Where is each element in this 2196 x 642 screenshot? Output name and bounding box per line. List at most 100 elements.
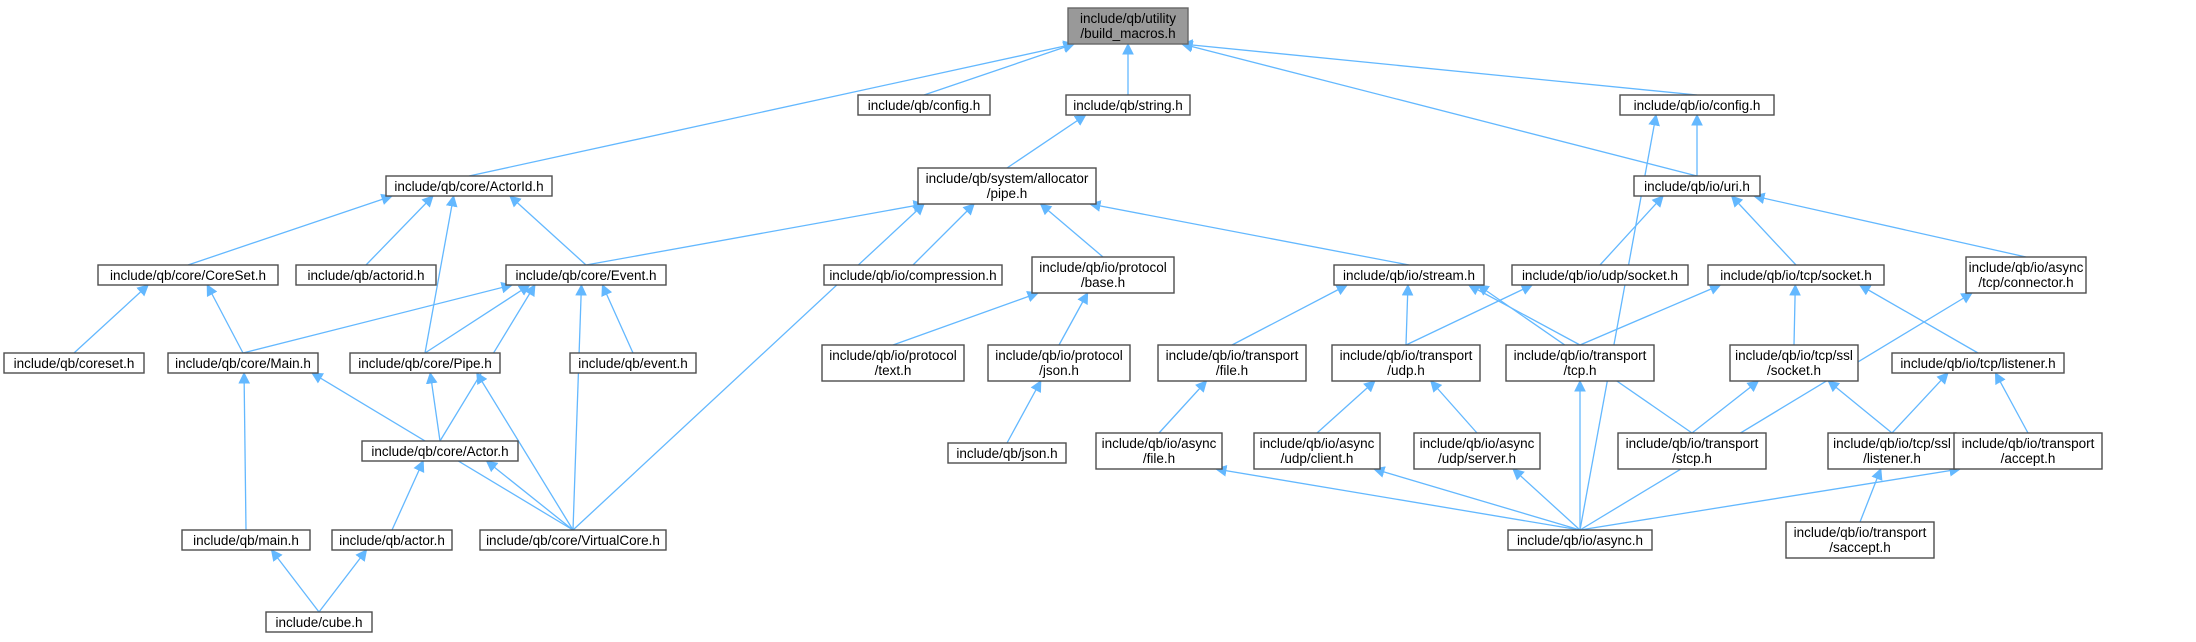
- edge-cube-to-main_lower: [270, 549, 320, 613]
- node-tcp_listener[interactable]: include/qb/io/tcp/listener.h: [1891, 352, 2065, 374]
- node-box: [857, 94, 991, 116]
- node-main_core[interactable]: include/qb/core/Main.h: [167, 352, 319, 374]
- node-tcp_ssl_socket[interactable]: include/qb/io/tcp/ssl/socket.h: [1729, 344, 1859, 382]
- node-tcp_connector[interactable]: include/qb/io/async/tcp/connector.h: [1965, 256, 2087, 294]
- node-label: /file.h: [1216, 363, 1248, 378]
- node-box: [385, 175, 553, 197]
- node-virtualcore[interactable]: include/qb/core/VirtualCore.h: [479, 529, 667, 551]
- node-main_lower[interactable]: include/qb/main.h: [181, 529, 311, 551]
- node-async[interactable]: include/qb/io/async.h: [1507, 529, 1653, 551]
- node-json[interactable]: include/qb/json.h: [947, 442, 1067, 464]
- node-event_core[interactable]: include/qb/core/Event.h: [505, 264, 667, 286]
- edge-transport_tcp-to-tcp_socket: [1579, 283, 1722, 346]
- node-event_lower[interactable]: include/qb/event.h: [569, 352, 697, 374]
- node-label: include/qb/core/Pipe.h: [358, 356, 492, 371]
- node-label: include/qb/system/allocator: [926, 171, 1089, 186]
- node-label: include/qb/io/tcp/ssl: [1833, 436, 1951, 451]
- node-label: /accept.h: [2001, 451, 2056, 466]
- node-label: include/qb/core/Actor.h: [371, 444, 508, 459]
- node-actor_lower[interactable]: include/qb/actor.h: [331, 529, 453, 551]
- edge-json-to-protocol_json: [1006, 379, 1042, 444]
- node-label: include/qb/actor.h: [339, 533, 445, 548]
- node-build_macros[interactable]: include/qb/utility/build_macros.h: [1067, 7, 1189, 45]
- node-actorid_lower[interactable]: include/qb/actorid.h: [295, 264, 437, 286]
- node-transport_stcp[interactable]: include/qb/io/transport/stcp.h: [1617, 432, 1767, 470]
- node-label: include/qb/io/async: [1420, 436, 1535, 451]
- node-label: include/qb/utility: [1080, 11, 1176, 26]
- node-box: [167, 352, 319, 374]
- node-string[interactable]: include/qb/string.h: [1065, 94, 1191, 116]
- node-tcp_ssl_listener[interactable]: include/qb/io/tcp/ssl/listener.h: [1827, 432, 1957, 470]
- edge-coreset_core-to-actorid_core: [187, 193, 394, 266]
- node-protocol_json[interactable]: include/qb/io/protocol/json.h: [987, 344, 1131, 382]
- node-udp_socket[interactable]: include/qb/io/udp/socket.h: [1511, 264, 1689, 286]
- node-box: [821, 344, 965, 382]
- node-pipe_core[interactable]: include/qb/core/Pipe.h: [349, 352, 501, 374]
- edge-pipe_core-to-event_core: [424, 284, 531, 354]
- node-cube[interactable]: include/cube.h: [265, 611, 373, 633]
- edge-virtualcore-to-pipe_alloc: [572, 203, 925, 531]
- node-compression[interactable]: include/qb/io/compression.h: [823, 264, 1003, 286]
- edge-actor_core-to-pipe_core: [425, 371, 441, 442]
- node-async_file[interactable]: include/qb/io/async/file.h: [1095, 432, 1223, 470]
- node-config[interactable]: include/qb/config.h: [857, 94, 991, 116]
- edge-udp_socket-to-uri: [1599, 195, 1664, 266]
- edge-event_core-to-pipe_alloc: [585, 200, 926, 266]
- node-label: include/qb/json.h: [956, 446, 1057, 461]
- node-stream[interactable]: include/qb/io/stream.h: [1333, 264, 1485, 286]
- node-box: [1157, 344, 1307, 382]
- node-box: [1253, 432, 1381, 470]
- node-uri[interactable]: include/qb/io/uri.h: [1633, 175, 1761, 197]
- node-label: include/qb/io/udp/socket.h: [1522, 268, 1678, 283]
- node-pipe_alloc[interactable]: include/qb/system/allocator/pipe.h: [917, 167, 1097, 205]
- edge-stream-to-pipe_alloc: [1088, 200, 1410, 266]
- edge-main_core-to-coreset_core: [206, 283, 244, 354]
- node-actorid_core[interactable]: include/qb/core/ActorId.h: [385, 175, 553, 197]
- node-box: [479, 529, 667, 551]
- node-label: include/qb/io/uri.h: [1644, 179, 1750, 194]
- node-io_config[interactable]: include/qb/io/config.h: [1619, 94, 1775, 116]
- node-label: include/qb/config.h: [868, 98, 981, 113]
- node-udp_server[interactable]: include/qb/io/async/udp/server.h: [1413, 432, 1541, 470]
- edge-actor_lower-to-actor_core: [391, 459, 425, 531]
- edge-virtualcore-to-pipe_core: [476, 372, 574, 531]
- edge-async-to-transport_accept: [1579, 464, 1962, 531]
- node-label: /tcp/connector.h: [1978, 275, 2073, 290]
- edge-async-to-tcp_connector: [1579, 292, 1974, 531]
- node-label: include/qb/io/transport: [1340, 348, 1473, 363]
- node-transport_saccept[interactable]: include/qb/io/transport/saccept.h: [1785, 521, 1935, 559]
- node-label: include/qb/io/tcp/ssl: [1735, 348, 1853, 363]
- node-box: [1619, 94, 1775, 116]
- edge-udp_client-to-transport_udp: [1316, 380, 1376, 434]
- node-box: [1785, 521, 1935, 559]
- node-label: include/qb/core/CoreSet.h: [110, 268, 266, 283]
- edge-transport_saccept-to-tcp_ssl_listener: [1859, 467, 1883, 523]
- node-actor_core[interactable]: include/qb/core/Actor.h: [361, 440, 519, 462]
- edge-config-to-build_macros: [923, 41, 1076, 96]
- node-protocol_base[interactable]: include/qb/io/protocol/base.h: [1031, 256, 1175, 294]
- node-udp_client[interactable]: include/qb/io/async/udp/client.h: [1253, 432, 1381, 470]
- edge-async-to-udp_client: [1372, 466, 1581, 531]
- edge-actorid_core-to-build_macros: [468, 40, 1076, 177]
- edge-pipe_alloc-to-string: [1006, 114, 1087, 169]
- node-tcp_socket[interactable]: include/qb/io/tcp/socket.h: [1707, 264, 1885, 286]
- edges-layer: [73, 39, 2029, 613]
- edge-actorid_lower-to-actorid_core: [365, 195, 434, 266]
- node-label: /json.h: [1039, 363, 1079, 378]
- node-protocol_text[interactable]: include/qb/io/protocol/text.h: [821, 344, 965, 382]
- node-label: include/qb/io/protocol: [829, 348, 957, 363]
- node-box: [361, 440, 519, 462]
- node-box: [1095, 432, 1223, 470]
- node-box: [1707, 264, 1885, 286]
- node-transport_file[interactable]: include/qb/io/transport/file.h: [1157, 344, 1307, 382]
- node-transport_tcp[interactable]: include/qb/io/transport/tcp.h: [1505, 344, 1655, 382]
- node-transport_accept[interactable]: include/qb/io/transport/accept.h: [1953, 432, 2103, 470]
- node-coreset_core[interactable]: include/qb/core/CoreSet.h: [97, 264, 279, 286]
- node-coreset_lower[interactable]: include/qb/coreset.h: [3, 352, 145, 374]
- edge-virtualcore-to-actor_core: [485, 460, 574, 531]
- node-transport_udp[interactable]: include/qb/io/transport/udp.h: [1331, 344, 1481, 382]
- node-box: [823, 264, 1003, 286]
- node-label: /file.h: [1143, 451, 1175, 466]
- node-box: [505, 264, 667, 286]
- node-box: [1729, 344, 1859, 382]
